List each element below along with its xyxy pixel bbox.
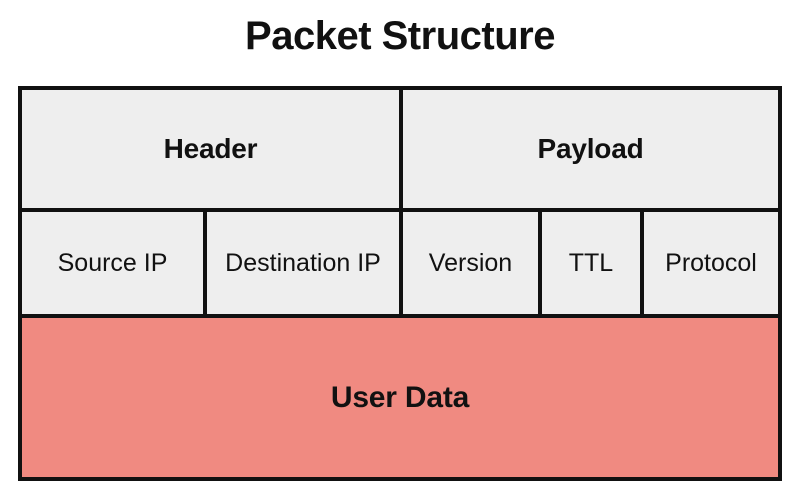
section-row: Header Payload [22,90,778,212]
field-cell-destination-ip: Destination IP [207,212,403,314]
section-cell-payload: Payload [403,90,778,208]
page-title: Packet Structure [245,14,555,58]
field-cell-source-ip: Source IP [22,212,207,314]
field-cell-version: Version [403,212,542,314]
diagram-frame: Header Payload Source IP Destination IP … [18,86,782,481]
user-data-block: User Data [22,318,778,477]
field-cell-ttl: TTL [542,212,644,314]
field-cell-protocol: Protocol [644,212,778,314]
field-row: Source IP Destination IP Version TTL Pro… [22,212,778,318]
section-cell-header: Header [22,90,403,208]
